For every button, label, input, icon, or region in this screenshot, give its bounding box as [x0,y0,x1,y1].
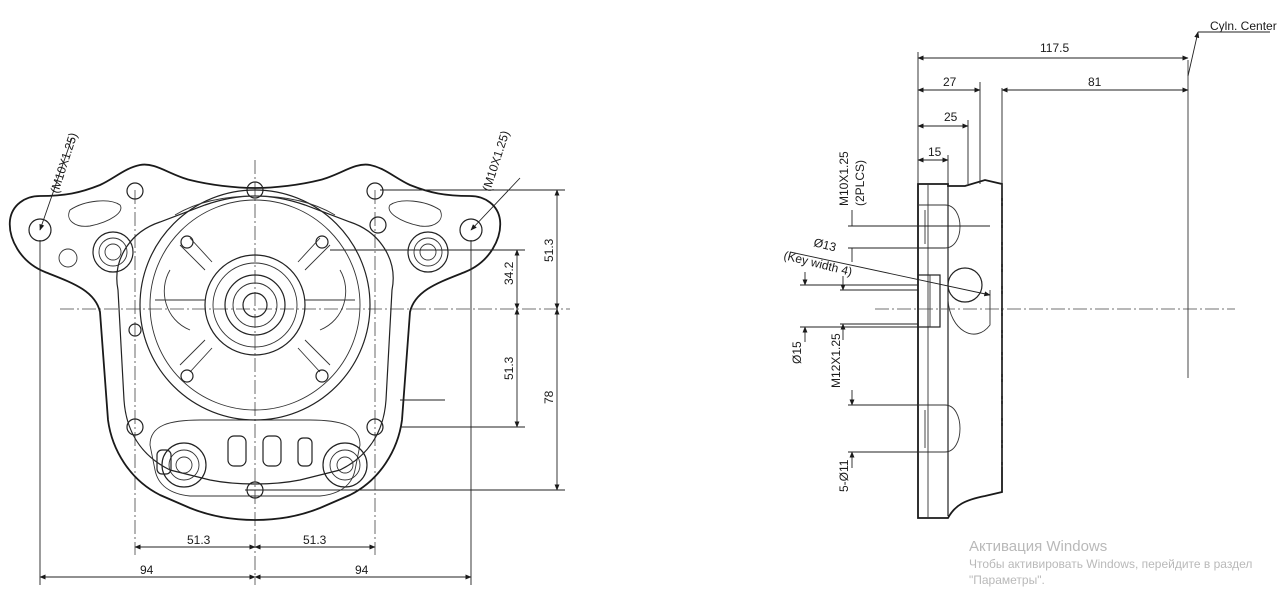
side-flange-outline [917,179,1003,519]
dim-51-3-right: 51.3 [303,533,327,547]
spokes [155,237,355,373]
windows-activation-watermark: Активация Windows Чтобы активировать Win… [969,538,1252,588]
studs [92,231,449,488]
dim-94-left: 94 [140,563,154,577]
dim-51-3-bottom: 51.3 [502,356,516,380]
inner-contour [116,195,394,485]
pocket-arc [254,195,336,216]
shaft-circle [232,282,278,328]
dim-34-2: 34.2 [502,261,516,285]
dim-holes: 5-Ø11 [837,459,851,492]
dim-25: 25 [944,110,958,124]
dim-117-5: 117.5 [1040,41,1069,55]
shaft-core-circle [242,292,268,318]
hub-inner-circle [212,262,298,348]
dim-key-width: (Key width 4) [782,248,853,279]
dim-thread-note-sub: (2PLCS) [853,160,867,206]
shaft-stub [917,274,941,328]
boss-inner-circle [149,199,361,411]
pocket-arc [319,269,347,331]
front-extension-lines [39,189,565,585]
dim-94-right: 94 [355,563,369,577]
side-pocket [947,290,991,335]
bearing-circle [224,274,286,336]
dim-bore: Ø13 [812,235,838,254]
upper-thread-bore [918,204,961,249]
dim-thread-note: M10X1.25 [837,151,851,206]
pocket-arc [163,269,191,331]
lower-lobe [149,419,361,497]
right-ear-slot [388,200,442,227]
dim-51-3-left: 51.3 [187,533,211,547]
side-bore-circle [947,267,983,303]
watermark-title: Активация Windows [969,538,1108,555]
dim-shaft-thread: M12X1.25 [829,333,843,388]
left-ear-pocket [58,248,78,268]
lower-slots [156,435,313,475]
left-ear-slot [68,200,122,227]
dim-thread-right: (M10X1.25) [480,129,513,193]
hub-circle [204,254,306,356]
front-view: (M10X1.25) (M10X1.25) 51.3 34.2 51.3 78 … [8,129,570,585]
pocket-arc [174,195,256,216]
side-view: Cyln. Center 117.5 27 81 25 15 M10X1.25 … [782,19,1277,519]
dim-15: 15 [928,145,942,159]
front-dimension-lines [39,137,560,580]
dim-81: 81 [1088,75,1102,89]
flange-outline [8,163,502,521]
dim-thread-left: (M10X1.25) [48,131,81,195]
dim-51-3-top: 51.3 [542,238,556,262]
dim-27: 27 [943,75,957,89]
side-dimension-lines [789,31,1270,468]
lower-thread-bore [918,404,961,453]
dim-shaft-dia: Ø15 [790,341,804,364]
watermark-line-1: Чтобы активировать Windows, перейдите в … [969,557,1253,571]
boss-outer-circle [139,189,371,421]
watermark-line-2: "Параметры". [969,573,1045,587]
dim-78: 78 [542,390,556,404]
dim-cyl-center: Cyln. Center [1210,19,1277,33]
